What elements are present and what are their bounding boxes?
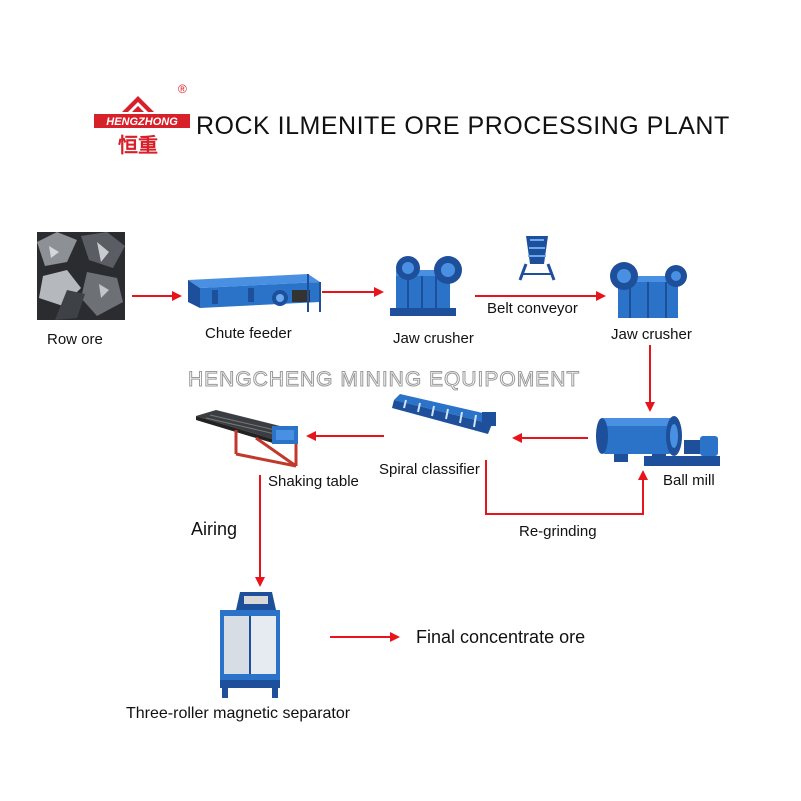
arrow-regrinding-loop [485,460,648,515]
label-jaw-crusher-1: Jaw crusher [393,330,474,347]
ball-mill-machine [594,410,722,470]
jaw-crusher-machine-2 [608,258,688,320]
watermark-text: HENGCHENG MINING EQUIPOMENT [187,368,581,392]
label-raw-ore: Row ore [47,331,103,348]
label-final-concentrate: Final concentrate ore [416,627,586,647]
label-jaw-crusher-2: Jaw crusher [611,326,692,343]
belt-conveyor-machine [518,236,558,282]
chute-feeder-machine [188,268,324,314]
jaw-crusher-machine-1 [390,248,466,318]
label-spiral-classifier: Spiral classifier [379,461,480,478]
magnetic-separator-machine [218,592,282,698]
label-belt-conveyor: Belt conveyor [487,300,578,317]
shaking-table-machine [196,410,304,472]
label-magnetic-separator: Three-roller magnetic separator [126,705,351,722]
label-shaking-table: Shaking table [268,473,359,490]
label-ball-mill: Ball mill [663,472,715,489]
ore-rock-image [37,232,125,320]
label-regrinding: Re-grinding [519,523,597,540]
brand-logo: HENGZHONG 恒重 [92,92,192,157]
page-title: ROCK ILMENITE ORE PROCESSING PLANT [196,112,730,140]
logo-text: HENGZHONG [106,116,178,128]
logo-cn-text: 恒重 [118,133,158,156]
label-airing: Airing [191,519,238,539]
label-chute-feeder: Chute feeder [205,325,292,342]
registered-mark: ® [178,82,187,96]
spiral-classifier-machine [392,394,500,436]
